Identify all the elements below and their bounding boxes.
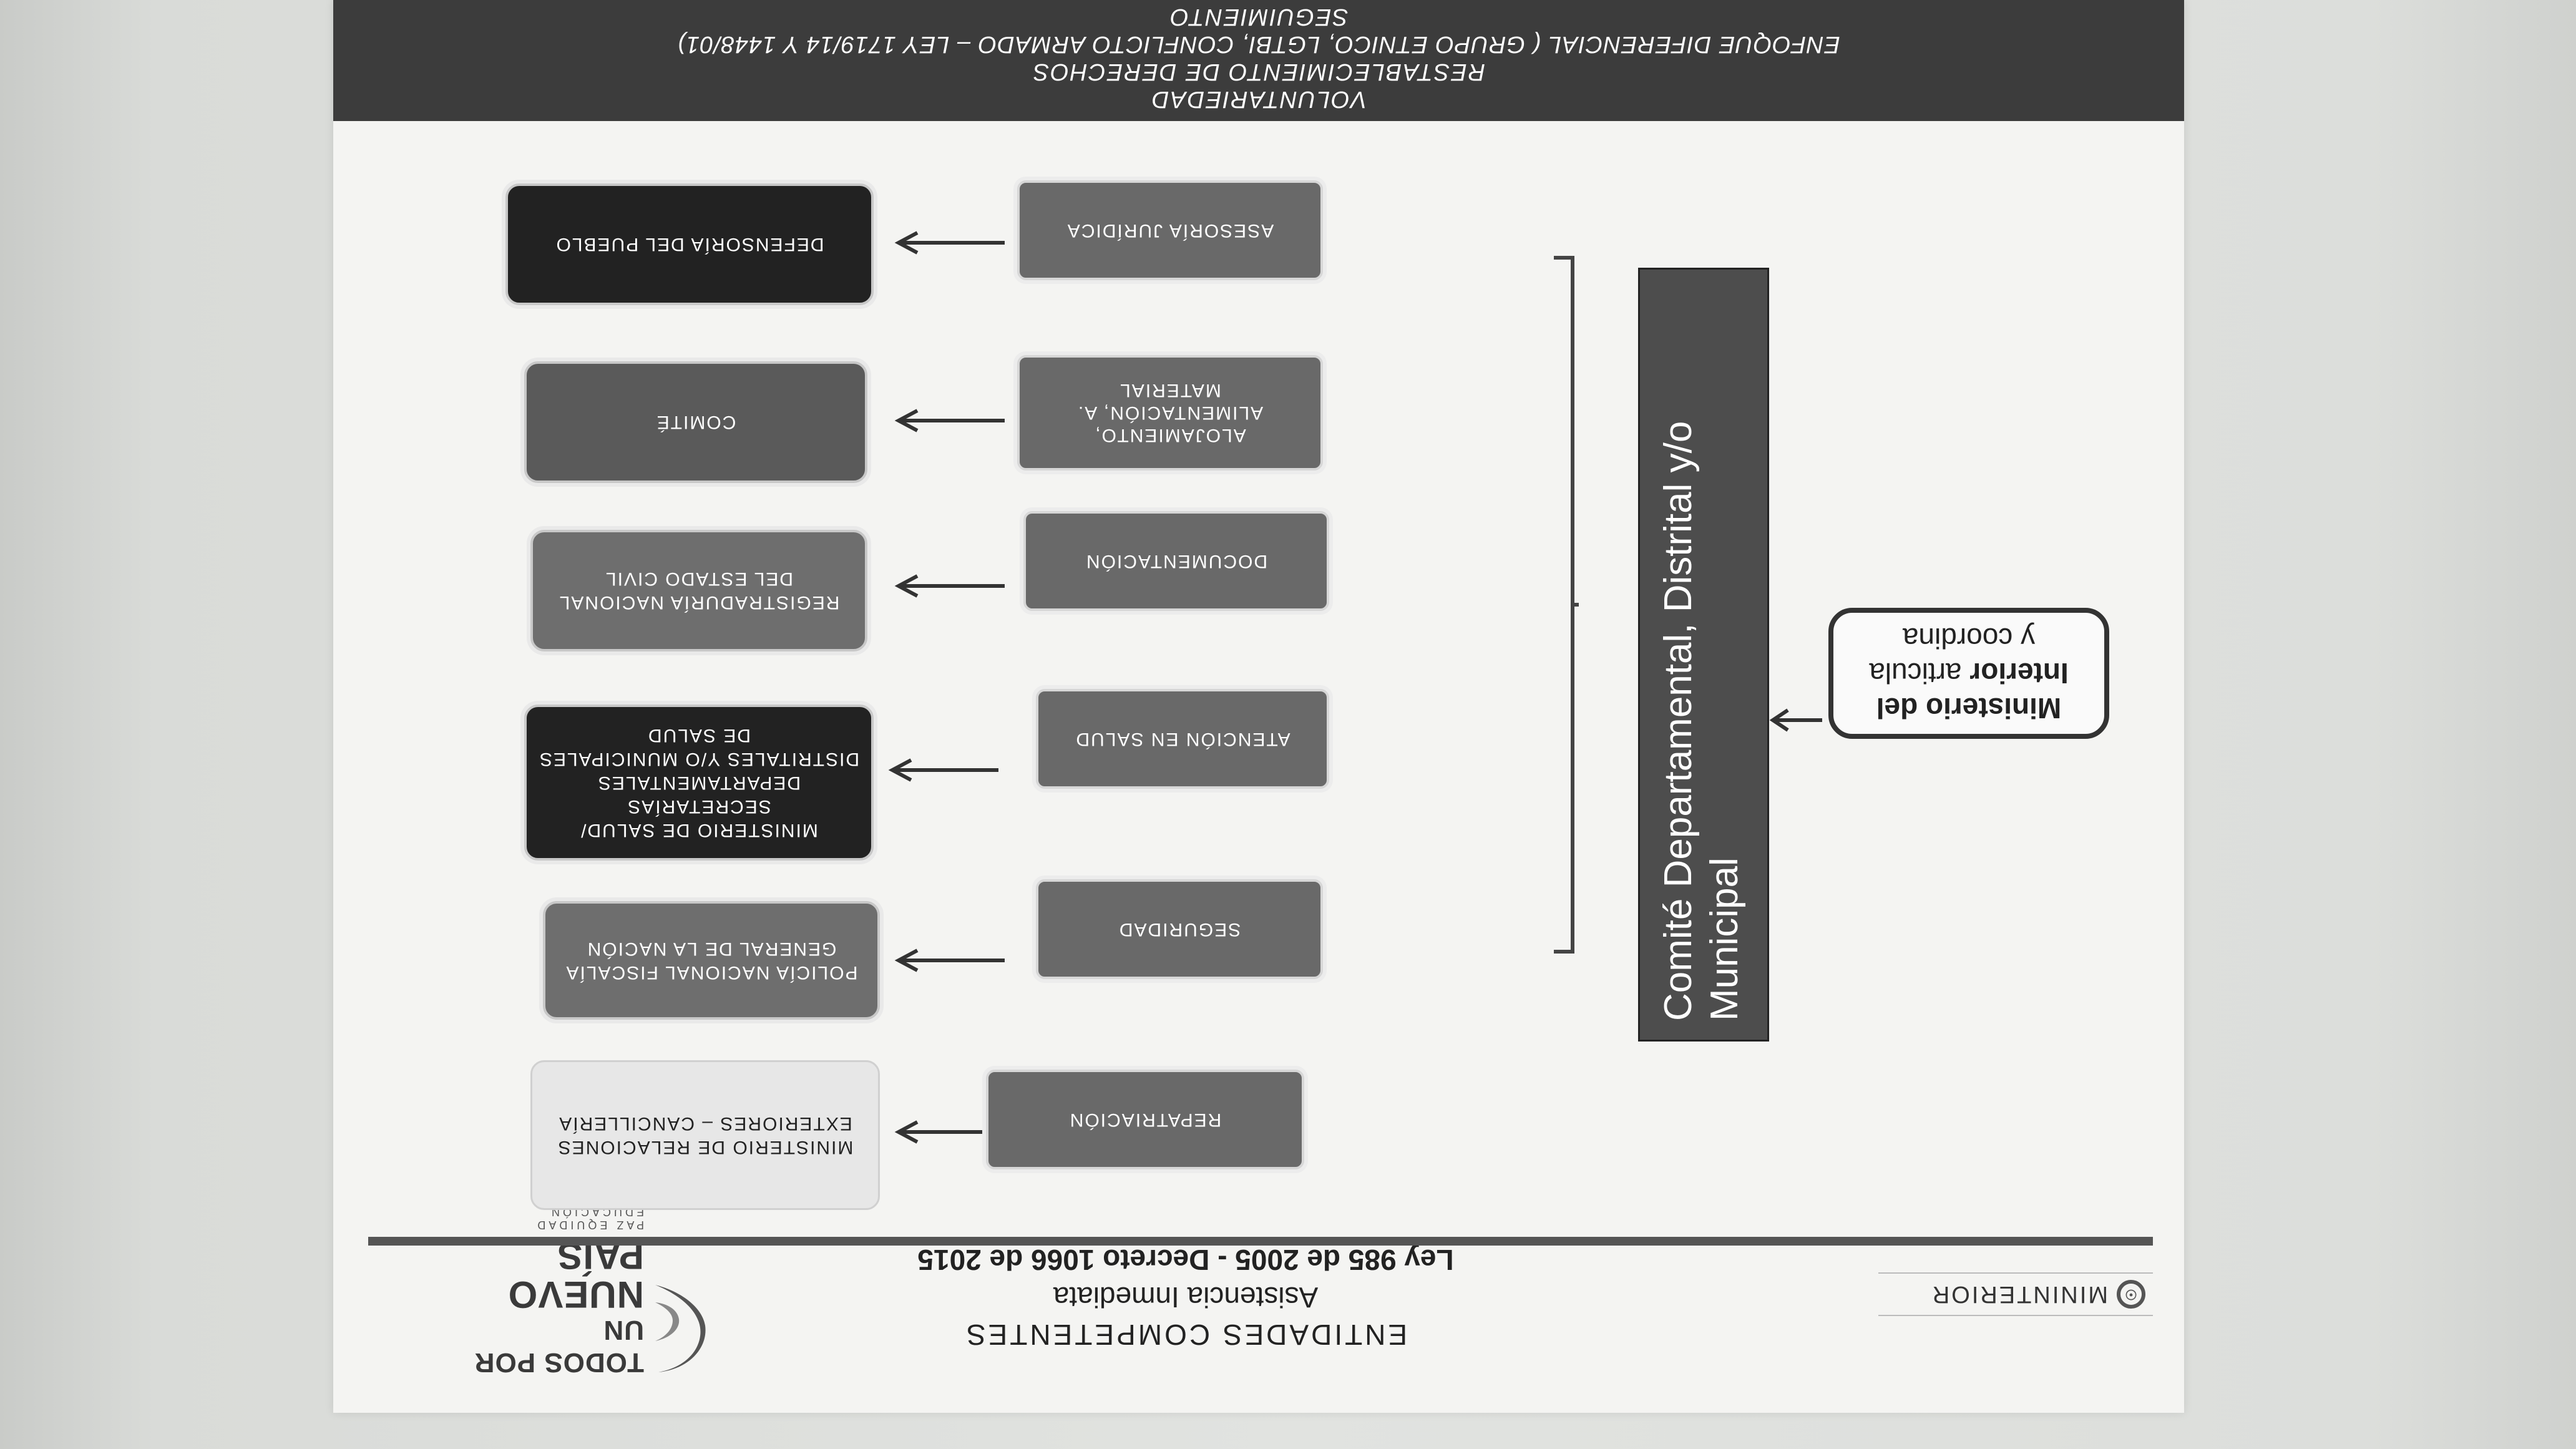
- arrow-right-icon: [1769, 708, 1822, 732]
- mininterior-logo: ☉ MININTERIOR: [1878, 1272, 2153, 1316]
- service-label: ASESORÍA JURÍDICA: [1066, 220, 1274, 241]
- printed-sheet: ☉ MININTERIOR ENTIDADES COMPETENTES Asis…: [333, 0, 2184, 1413]
- campaign-line-1: TODOS POR UN: [474, 1315, 644, 1378]
- services-bracket: [1554, 256, 1579, 954]
- entity-box: MINISTERIO DE RELACIONES EXTERIORES – CA…: [530, 1060, 880, 1210]
- service-label: SEGURIDAD: [1118, 919, 1241, 940]
- ministerio-line-1: Ministerio del: [1876, 692, 2062, 724]
- service-box: REPATRIACIÓN: [986, 1070, 1304, 1169]
- arrow-up-icon: [894, 949, 1005, 972]
- document-subtitle: Asistencia Inmediata: [1053, 1281, 1319, 1314]
- arrow-up-icon: [894, 409, 1005, 432]
- todos-por-un-nuevo-pais-logo: TODOS POR UN NUEVO PAÍS PAZ EQUIDAD EDUC…: [456, 1206, 718, 1385]
- law-reference: Ley 985 de 2005 - Decreto 1066 de 2015: [917, 1244, 1454, 1276]
- ministry-logo-text: MININTERIOR: [1930, 1281, 2108, 1308]
- service-label: DOCUMENTACIÓN: [1085, 551, 1268, 572]
- principles-footer: VOLUNTARIEDAD RESTABLECIMIENTO DE DERECH…: [333, 0, 2184, 121]
- arrow-up-icon: [888, 758, 998, 782]
- service-box: ATENCIÓN EN SALUD: [1036, 689, 1329, 789]
- swoosh-logo-icon: [655, 1285, 706, 1372]
- service-label: ATENCIÓN EN SALUD: [1075, 729, 1290, 749]
- document-content: ☉ MININTERIOR ENTIDADES COMPETENTES Asis…: [333, 0, 2184, 1413]
- arrow-up-icon: [894, 231, 1005, 255]
- ministry-seal-icon: ☉: [2117, 1280, 2145, 1309]
- service-box: ALOJAMIENTO, ALIMENTACIÓN, A. MATERIAL: [1017, 355, 1323, 471]
- entity-label: DEFENSORÍA DEL PUEBLO: [555, 234, 824, 255]
- service-box: SEGURIDAD: [1036, 879, 1323, 979]
- principle-enfoque-diferencial: ENFOQUE DIFERENCIAL ( GRUPO ETNICO, LGTB…: [677, 31, 1840, 57]
- ministerio-line-2: articula: [1869, 657, 1970, 690]
- header-divider: [368, 1237, 2153, 1246]
- entity-label: COMITÉ: [655, 412, 736, 433]
- arrow-up-icon: [894, 574, 1005, 598]
- entity-box: DEFENSORÍA DEL PUEBLO: [505, 183, 874, 305]
- entity-box: POLICÍA NACIONAL FISCALÍA GENERAL DE LA …: [543, 901, 880, 1020]
- entity-box: REGISTRADURÍA NACIONAL DEL ESTADO CIVIL: [530, 530, 867, 651]
- entity-label: POLICÍA NACIONAL FISCALÍA GENERAL DE LA …: [565, 939, 858, 983]
- service-box: DOCUMENTACIÓN: [1023, 511, 1329, 611]
- committee-label: Comité Departamental, Distrital y/o Muni…: [1657, 421, 1746, 1021]
- entity-box: COMITÉ: [524, 361, 867, 483]
- entity-box: MINISTERIO DE SALUD/ SECRETARÍAS DEPARTA…: [524, 705, 874, 861]
- ministerio-line-3: y coordina: [1902, 622, 2036, 655]
- campaign-line-2: NUEVO PAÍS: [507, 1235, 644, 1315]
- service-box: ASESORÍA JURÍDICA: [1017, 180, 1323, 280]
- document-title: ENTIDADES COMPETENTES: [964, 1319, 1408, 1351]
- service-label: REPATRIACIÓN: [1068, 1110, 1222, 1130]
- entity-label: MINISTERIO DE RELACIONES EXTERIORES – CA…: [557, 1113, 854, 1158]
- principle-voluntariedad: VOLUNTARIEDAD: [1150, 86, 1367, 112]
- entity-label: MINISTERIO DE SALUD/ SECRETARÍAS DEPARTA…: [538, 725, 860, 841]
- header-titles: ENTIDADES COMPETENTES Asistencia Inmedia…: [905, 1241, 1466, 1354]
- principle-seguimiento: SEGUIMIENTO: [1169, 4, 1349, 30]
- principle-restablecimiento: RESTABLECIMIENTO DE DERECHOS: [1032, 59, 1486, 85]
- ministerio-interior-box: Ministerio del Interior articula y coord…: [1828, 608, 2109, 739]
- committee-bar: Comité Departamental, Distrital y/o Muni…: [1638, 268, 1769, 1042]
- ministerio-line-2-bold: Interior: [1969, 657, 2069, 690]
- service-label: ALOJAMIENTO, ALIMENTACIÓN, A. MATERIAL: [1076, 380, 1264, 446]
- entity-label: REGISTRADURÍA NACIONAL DEL ESTADO CIVIL: [558, 568, 840, 613]
